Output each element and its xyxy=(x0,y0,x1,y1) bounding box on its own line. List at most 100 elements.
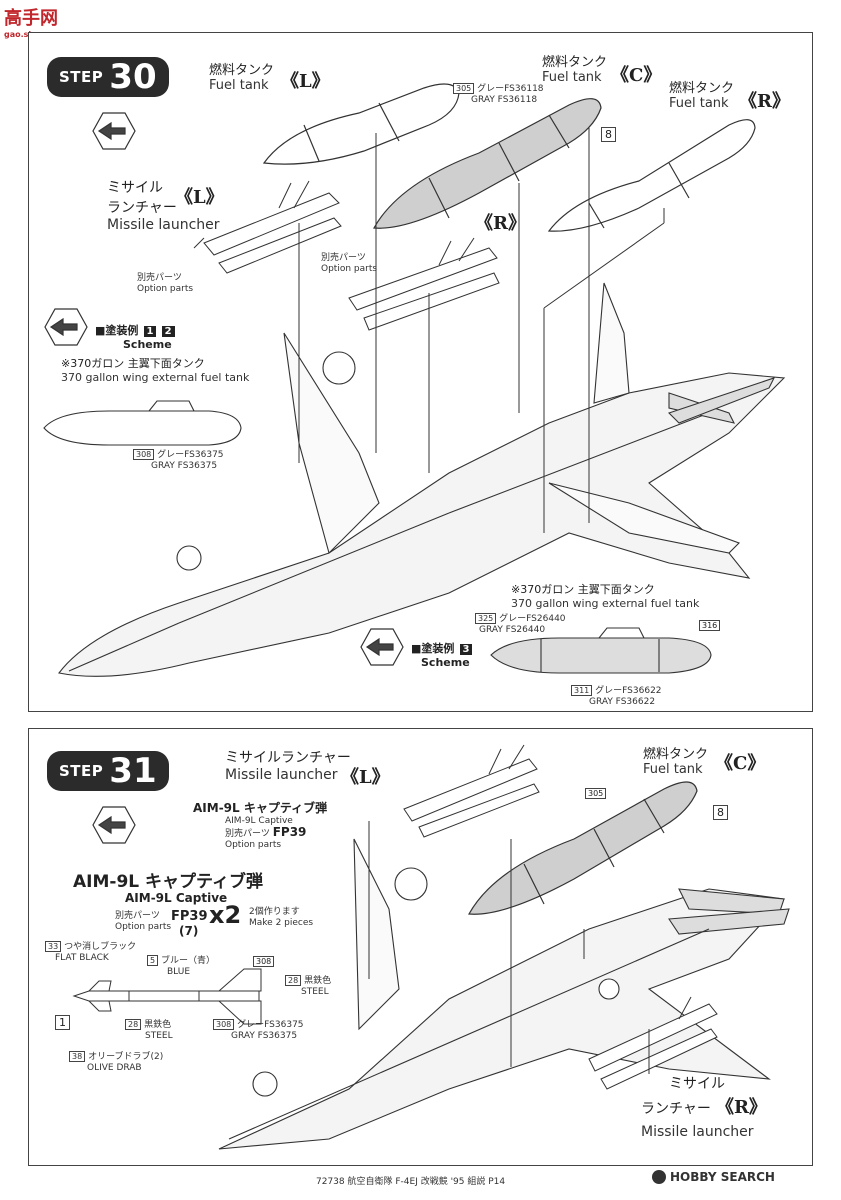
missile-launcher-L-tag: 《L》 xyxy=(175,187,224,208)
scheme3-part: 316 xyxy=(699,613,721,632)
fuel-tank-L-tag: 《L》 xyxy=(281,71,330,92)
missile-L-en: Missile launcher xyxy=(107,217,220,233)
color-en: GRAY FS36622 xyxy=(589,697,656,707)
aircraft-drawing-step31 xyxy=(218,838,790,1150)
color-jp: グレーFS36118 xyxy=(477,84,544,94)
missile-L-jp: ミサイルランチャー xyxy=(225,750,351,766)
color-number: 28 xyxy=(285,975,302,986)
multiplier: x2 xyxy=(209,901,242,929)
aim-color-38: 38 オリーブドラブ(2) OLIVE DRAB xyxy=(69,1051,163,1074)
aim9l-option: 別売パーツ Option parts xyxy=(115,911,171,933)
missile-R-jp2: ランチャー xyxy=(641,1101,711,1117)
color-jp: つや消しブラック xyxy=(64,942,137,952)
missile-launcher-R-tag: 《R》 xyxy=(475,213,526,234)
fuel-tank-R-drawing xyxy=(547,119,756,232)
footer-brand: HOBBY SEARCH xyxy=(652,1170,775,1184)
missile-launcher-R-label: ミサイル xyxy=(669,1073,725,1093)
wing-tank-scheme12-drawing xyxy=(43,400,242,446)
color-en: STEEL xyxy=(145,1031,173,1041)
step-number: 30 xyxy=(109,57,157,97)
fuel-tank-C-jp: 燃料タンク xyxy=(542,55,608,70)
aim-callout-jp: AIM-9L キャプティブ弾 xyxy=(193,801,328,815)
color-en: GRAY FS26440 xyxy=(479,625,546,635)
aim9l-block-en: AIM-9L Captive xyxy=(125,891,227,905)
color-en: OLIVE DRAB xyxy=(87,1063,142,1073)
step-word: STEP xyxy=(59,68,104,86)
fuel-tank-R-tag: 《R》 xyxy=(739,91,790,112)
brand-text: HOBBY SEARCH xyxy=(670,1170,775,1184)
missile-launcher-L-drawing xyxy=(193,180,342,274)
step30-badge: STEP 30 xyxy=(47,57,169,97)
fuel-tank-C-part: 8 xyxy=(713,801,728,820)
color-number: 308 xyxy=(133,449,155,460)
missile-L-en: Missile launcher xyxy=(225,767,338,783)
fuel-tank-C-tag: 《C》 xyxy=(611,65,662,86)
part-number: 1 xyxy=(55,1015,70,1030)
missile-R-option-parts: 別売パーツ Option parts xyxy=(321,253,377,275)
missile-L-option-parts: 別売パーツ Option parts xyxy=(137,273,193,295)
color-number: 33 xyxy=(45,941,62,952)
part-number: 8 xyxy=(713,805,728,820)
step30-illustration xyxy=(43,83,786,677)
color-en: BLUE xyxy=(167,967,191,977)
option-jp: 別売パーツ xyxy=(115,911,160,921)
scheme-en: Scheme xyxy=(123,338,172,351)
scheme-number-2: 2 xyxy=(161,326,175,337)
aim-color-28b: 28 黒鉄色 STEEL xyxy=(125,1019,173,1042)
fuel-tank-C-label: 燃料タンク Fuel tank xyxy=(542,51,607,85)
fuel-tank-C-tag: 《C》 xyxy=(715,753,766,774)
aim-color-28a: 28 黒鉄色 STEEL xyxy=(285,975,331,998)
step31-illustration xyxy=(72,744,790,1150)
option-jp: 別売パーツ xyxy=(321,253,366,263)
part-number: 308 xyxy=(253,956,275,967)
missile-launcher-R-en: Missile launcher xyxy=(641,1121,754,1140)
color-jp: 黒鉄色 xyxy=(144,1020,172,1030)
option-part: FP39 xyxy=(272,825,307,839)
fuel-tank-C-color: 305 xyxy=(585,781,607,800)
aim9l-part: FP39 (7) xyxy=(171,909,208,938)
aim-title-en: AIM-9L Captive xyxy=(125,891,228,905)
fuel-tank-C-en: Fuel tank xyxy=(542,70,602,85)
aim9l-callout: AIM-9L キャプティブ弾 AIM-9L Captive 別売パーツ FP39… xyxy=(193,799,327,851)
missile-L-jp2: ランチャー xyxy=(107,200,177,216)
missile-launcher-L-drawing xyxy=(403,744,540,838)
option-jp: 別売パーツ xyxy=(137,273,182,283)
scheme3-color2: 311 グレーFS36622 GRAY FS36622 xyxy=(571,685,662,708)
missile-launcher-L-tag: 《L》 xyxy=(341,767,390,788)
option-en: Option parts xyxy=(321,264,378,274)
scheme-icon-2 xyxy=(44,308,88,346)
missile-R-jp1: ミサイル xyxy=(669,1076,725,1092)
color-number: 28 xyxy=(125,1019,142,1030)
scheme12-note: ※370ガロン 主翼下面タンク 370 gallon wing external… xyxy=(61,355,249,384)
color-number: 311 xyxy=(571,685,593,696)
scheme-jp: ■塗装例 xyxy=(95,324,139,337)
aim9l-make: 2個作ります Make 2 pieces xyxy=(249,907,313,929)
fuel-tank-L-en: Fuel tank xyxy=(209,78,269,93)
scheme3-note: ※370ガロン 主翼下面タンク 370 gallon wing external… xyxy=(511,581,699,610)
fuel-tank-C-drawing xyxy=(373,98,602,229)
aim-callout-en: AIM-9L Captive xyxy=(225,816,293,826)
fuel-tank-L-jp: 燃料タンク xyxy=(209,63,275,78)
step-word: STEP xyxy=(59,762,104,780)
missile-R-tag: 《R》 xyxy=(715,1097,767,1118)
scheme-icon-3 xyxy=(360,628,404,666)
missile-L-jp1: ミサイル xyxy=(107,180,163,196)
color-en: GRAY FS36375 xyxy=(151,461,218,471)
option-jp: 別売パーツ xyxy=(225,829,270,839)
fuel-tank-R-jp: 燃料タンク xyxy=(669,81,735,96)
scheme3-color1: 325 グレーFS26440 GRAY FS26440 xyxy=(475,613,566,636)
footer-code: 72738 航空自衛隊 F-4EJ 改戦競 '95 組説 P14 xyxy=(316,1177,506,1187)
color-jp: グレーFS36622 xyxy=(595,686,662,696)
scheme-icon-step31 xyxy=(92,806,136,844)
part-number: 316 xyxy=(699,620,721,631)
aim-part-1: 1 xyxy=(55,1011,70,1030)
part-sub: (7) xyxy=(179,924,199,938)
scheme-icon-1 xyxy=(92,112,136,150)
color-jp: オリーブドラブ(2) xyxy=(88,1052,164,1062)
missile-launcher-R-label2: ランチャー 《R》 xyxy=(641,1093,767,1119)
part: FP39 xyxy=(171,909,208,924)
step30-panel: STEP 30 燃料タンク Fuel tank 《L》 燃料タンク Fuel t… xyxy=(28,32,813,712)
missile-launcher-L-label: ミサイル ランチャー Missile launcher xyxy=(107,177,220,233)
color-jp: グレーFS36375 xyxy=(237,1020,304,1030)
missile-launcher-L-label: ミサイルランチャー Missile launcher xyxy=(225,747,351,783)
